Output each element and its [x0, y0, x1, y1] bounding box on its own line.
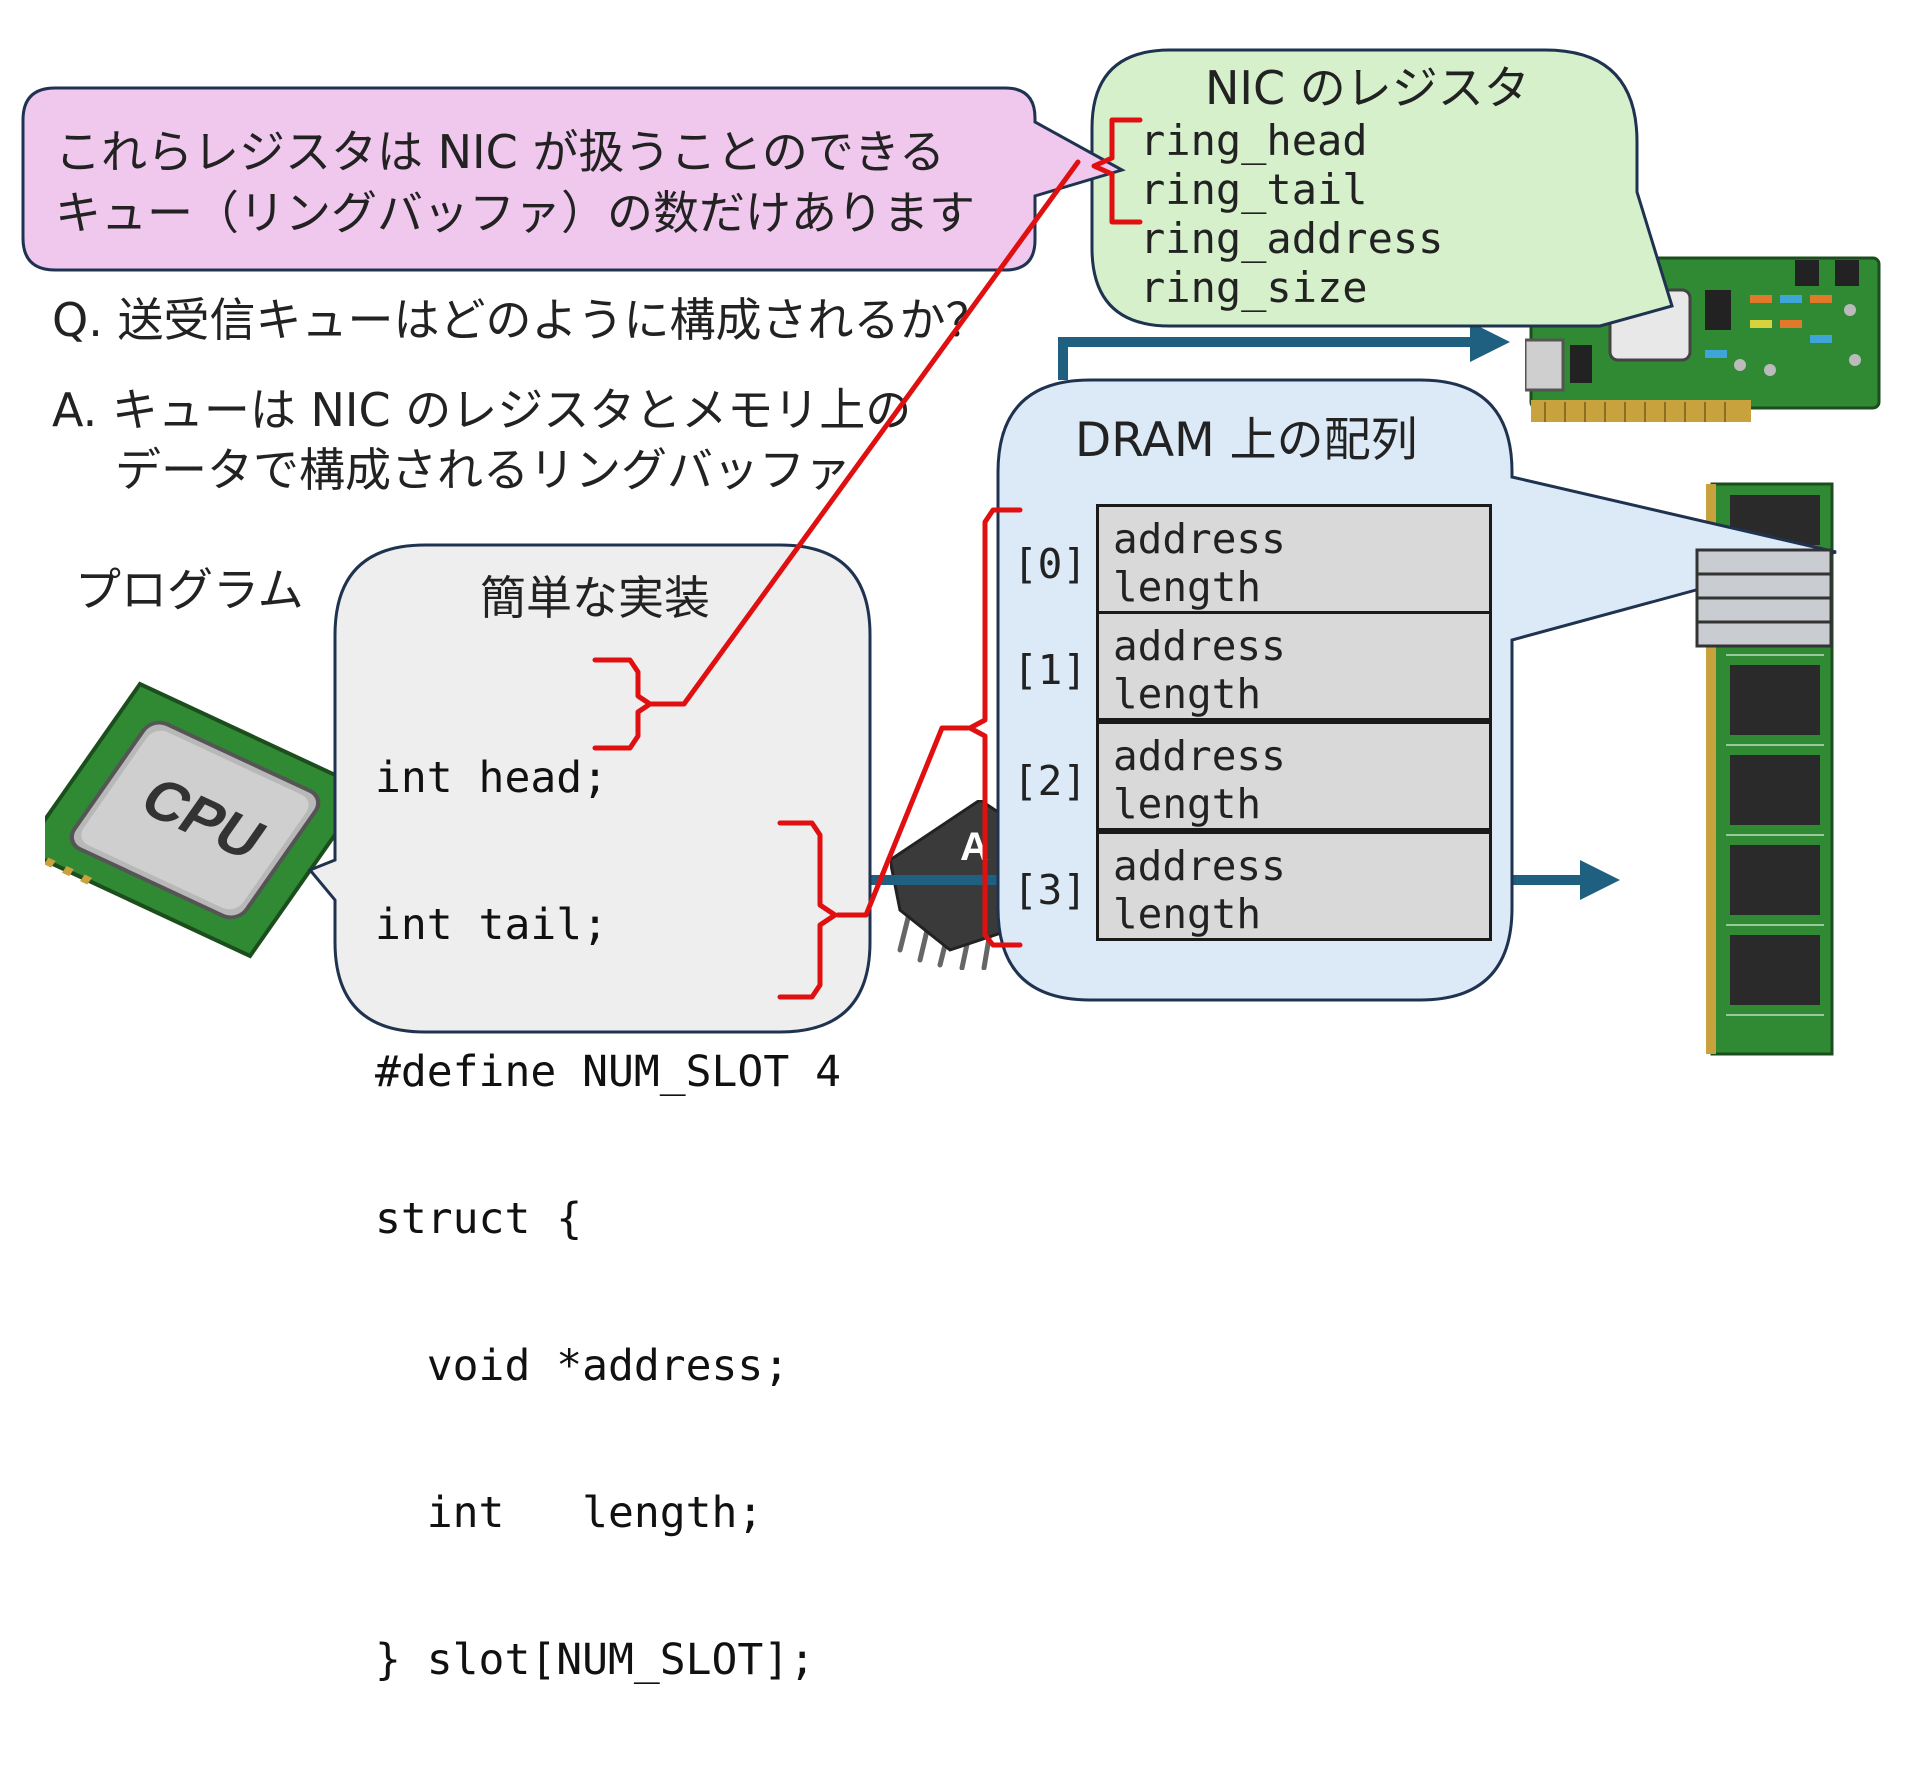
arrow-to-nic-head [1470, 322, 1510, 362]
slot-index-1: [1] [1013, 646, 1088, 694]
slot-index-2: [2] [1013, 757, 1088, 805]
register-connector-line [649, 159, 1081, 707]
note-bubble: これらレジスタは NIC が扱うことのできる キュー（リングバッファ）の数だけあ… [21, 86, 1126, 272]
arrow-to-nic [1058, 337, 1480, 380]
slot-index-3: [3] [1013, 866, 1088, 914]
slot-address-3: address [1113, 842, 1286, 890]
code-line-4: struct { [375, 1194, 583, 1244]
answer-line-1: A. キューは NIC のレジスタとメモリ上の [52, 383, 912, 437]
dram-array-bracket [967, 507, 1023, 948]
code-line-5: void *address; [375, 1341, 790, 1391]
note-bubble-shape [21, 86, 1126, 272]
memory-slot-detail [1695, 548, 1833, 648]
code-line-7: } slot[NUM_SLOT]; [375, 1635, 816, 1685]
impl-title: 簡単な実装 [480, 571, 710, 625]
array-connector-line [835, 725, 971, 918]
cpu-icon: CPU [45, 681, 355, 959]
head-tail-bracket [592, 657, 653, 751]
code-line-1: int head; [375, 753, 608, 803]
slot-index-0: [0] [1013, 540, 1088, 588]
slot-length-0: length [1113, 563, 1262, 611]
slot-address-2: address [1113, 732, 1286, 780]
note-line-2: キュー（リングバッファ）の数だけあります [55, 186, 975, 240]
struct-bracket [777, 820, 838, 1000]
slot-address-0: address [1113, 515, 1286, 563]
question-text: Q. 送受信キューはどのように構成されるか？ [52, 293, 992, 347]
code-line-6: int length; [375, 1488, 764, 1538]
note-line-1: これらレジスタは NIC が扱うことのできる [55, 125, 945, 179]
slot-address-1: address [1113, 622, 1286, 670]
slot-length-1: length [1113, 670, 1262, 718]
answer-line-2: データで構成されるリングバッファ [115, 443, 851, 497]
slot-length-2: length [1113, 780, 1262, 828]
dram-title: DRAM 上の配列 [1075, 413, 1418, 468]
slot-length-3: length [1113, 890, 1262, 938]
code-line-2: int tail; [375, 900, 608, 950]
arrow-to-memory-head [1580, 860, 1620, 900]
red-connector-layer [592, 117, 1143, 1000]
impl-bubble-shape [307, 543, 872, 1034]
program-label: プログラム [75, 563, 304, 617]
nic-register-bracket [1091, 117, 1143, 225]
